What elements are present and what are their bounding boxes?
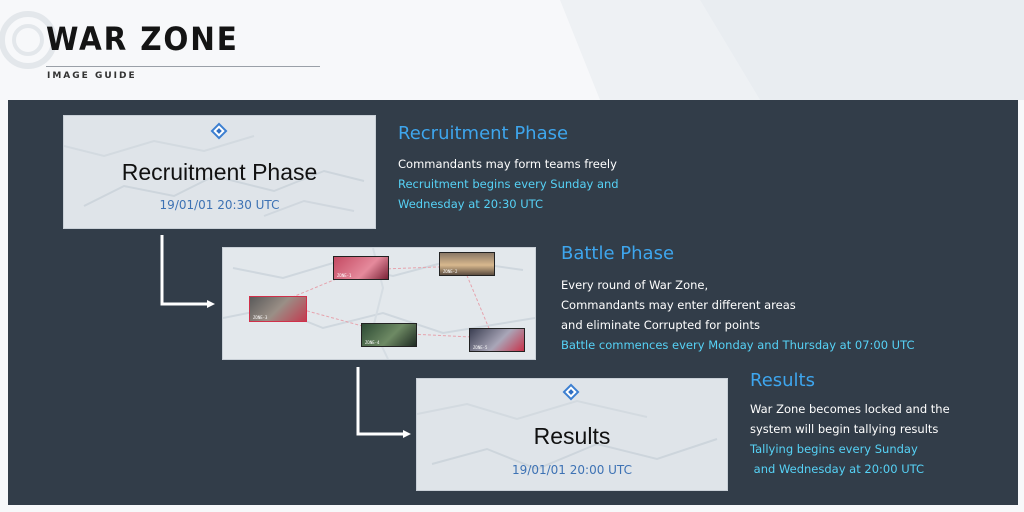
map-zone-thumbnail[interactable]: ZONE-1 bbox=[333, 256, 389, 280]
results-heading: Results bbox=[750, 370, 815, 391]
card-title: Results bbox=[533, 423, 611, 449]
battle-phase-card: ZONE-1 ZONE-2 ZONE-3 ZONE-4 ZONE-5 bbox=[222, 247, 536, 360]
results-schedule-2: and Wednesday at 20:00 UTC bbox=[750, 462, 924, 476]
recruitment-heading: Recruitment Phase bbox=[398, 123, 569, 144]
results-desc-1: War Zone becomes locked and the bbox=[750, 402, 950, 416]
map-zone-thumbnail[interactable]: ZONE-3 bbox=[249, 296, 307, 322]
card-time: 19/01/01 20:00 UTC bbox=[512, 463, 632, 477]
title-divider bbox=[46, 66, 320, 67]
recruitment-schedule-2: Wednesday at 20:30 UTC bbox=[398, 197, 544, 211]
map-background bbox=[64, 135, 365, 217]
flow-arrow bbox=[160, 235, 215, 308]
recruitment-desc-1: Commandants may form teams freely bbox=[398, 157, 617, 171]
card-title: Recruitment Phase bbox=[121, 159, 318, 185]
battle-desc-1: Every round of War Zone, bbox=[561, 278, 709, 292]
card-time: 19/01/01 20:30 UTC bbox=[159, 198, 280, 212]
flow-arrow bbox=[356, 367, 411, 438]
map-zone-thumbnail[interactable]: ZONE-2 bbox=[439, 252, 495, 276]
recruitment-phase-card: Recruitment Phase 19/01/01 20:30 UTC bbox=[63, 115, 376, 229]
results-schedule-1: Tallying begins every Sunday bbox=[750, 442, 918, 456]
battle-schedule-1: Battle commences every Monday and Thursd… bbox=[561, 338, 915, 352]
map-background bbox=[417, 399, 718, 471]
results-desc-2: system will begin tallying results bbox=[750, 422, 939, 436]
battle-desc-3: and eliminate Corrupted for points bbox=[561, 318, 760, 332]
page-subtitle: IMAGE GUIDE bbox=[47, 71, 137, 81]
results-phase-card: Results 19/01/01 20:00 UTC bbox=[416, 378, 728, 491]
page-title: WAR ZONE bbox=[46, 20, 239, 58]
battle-heading: Battle Phase bbox=[561, 243, 675, 264]
map-zone-thumbnail[interactable]: ZONE-4 bbox=[361, 323, 417, 347]
map-zone-thumbnail[interactable]: ZONE-5 bbox=[469, 328, 525, 352]
header-decoration bbox=[0, 0, 1024, 100]
recruitment-schedule-1: Recruitment begins every Sunday and bbox=[398, 177, 619, 191]
page-header: WAR ZONE IMAGE GUIDE bbox=[0, 0, 1024, 100]
battle-desc-2: Commandants may enter different areas bbox=[561, 298, 796, 312]
